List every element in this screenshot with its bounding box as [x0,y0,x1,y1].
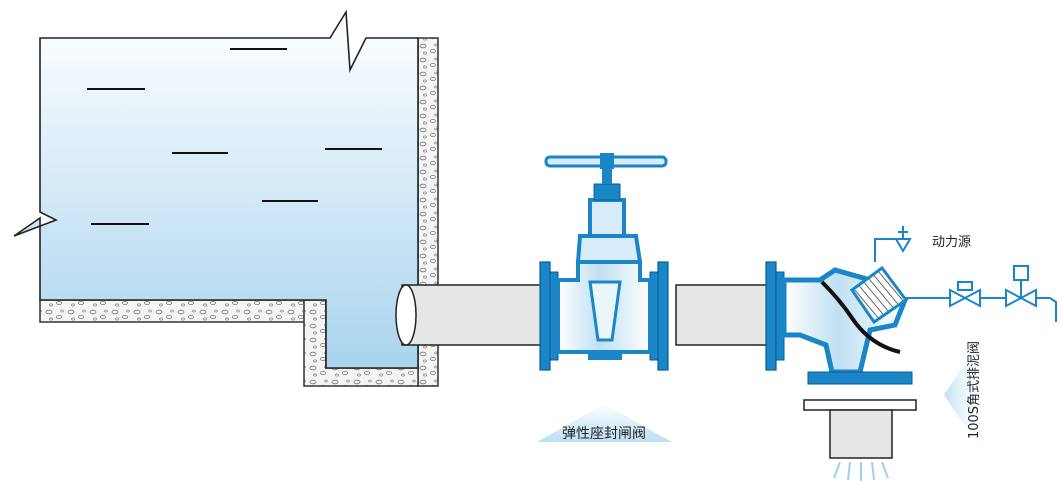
gate-valve-label-group: 弹性座封闸阀 [537,404,672,442]
water-spray-icon [833,461,889,481]
angle-sludge-valve [765,261,917,481]
control-piping [874,226,1057,322]
control-valve-1 [949,281,981,308]
power-source-label: 动力源 [932,235,971,250]
pipe-inlet-opening [395,284,417,346]
handwheel-icon [544,153,668,169]
gate-valve [539,153,669,371]
diaphragm [820,280,901,354]
reservoir [13,9,439,387]
gate-valve-label: 弹性座封闸阀 [562,426,646,442]
sludge-valve-label: 100S角式排泥阀 [967,341,982,439]
power-source-symbol [894,238,912,253]
sludge-valve-label-group: 100S角式排泥阀 [944,330,988,460]
reservoir-floor-concrete [39,299,309,323]
control-valve-2 [1005,265,1037,308]
water-surface-lines [87,48,382,225]
spring-actuator [849,265,909,325]
drain-pipe [829,409,893,459]
reservoir-water [13,9,419,369]
